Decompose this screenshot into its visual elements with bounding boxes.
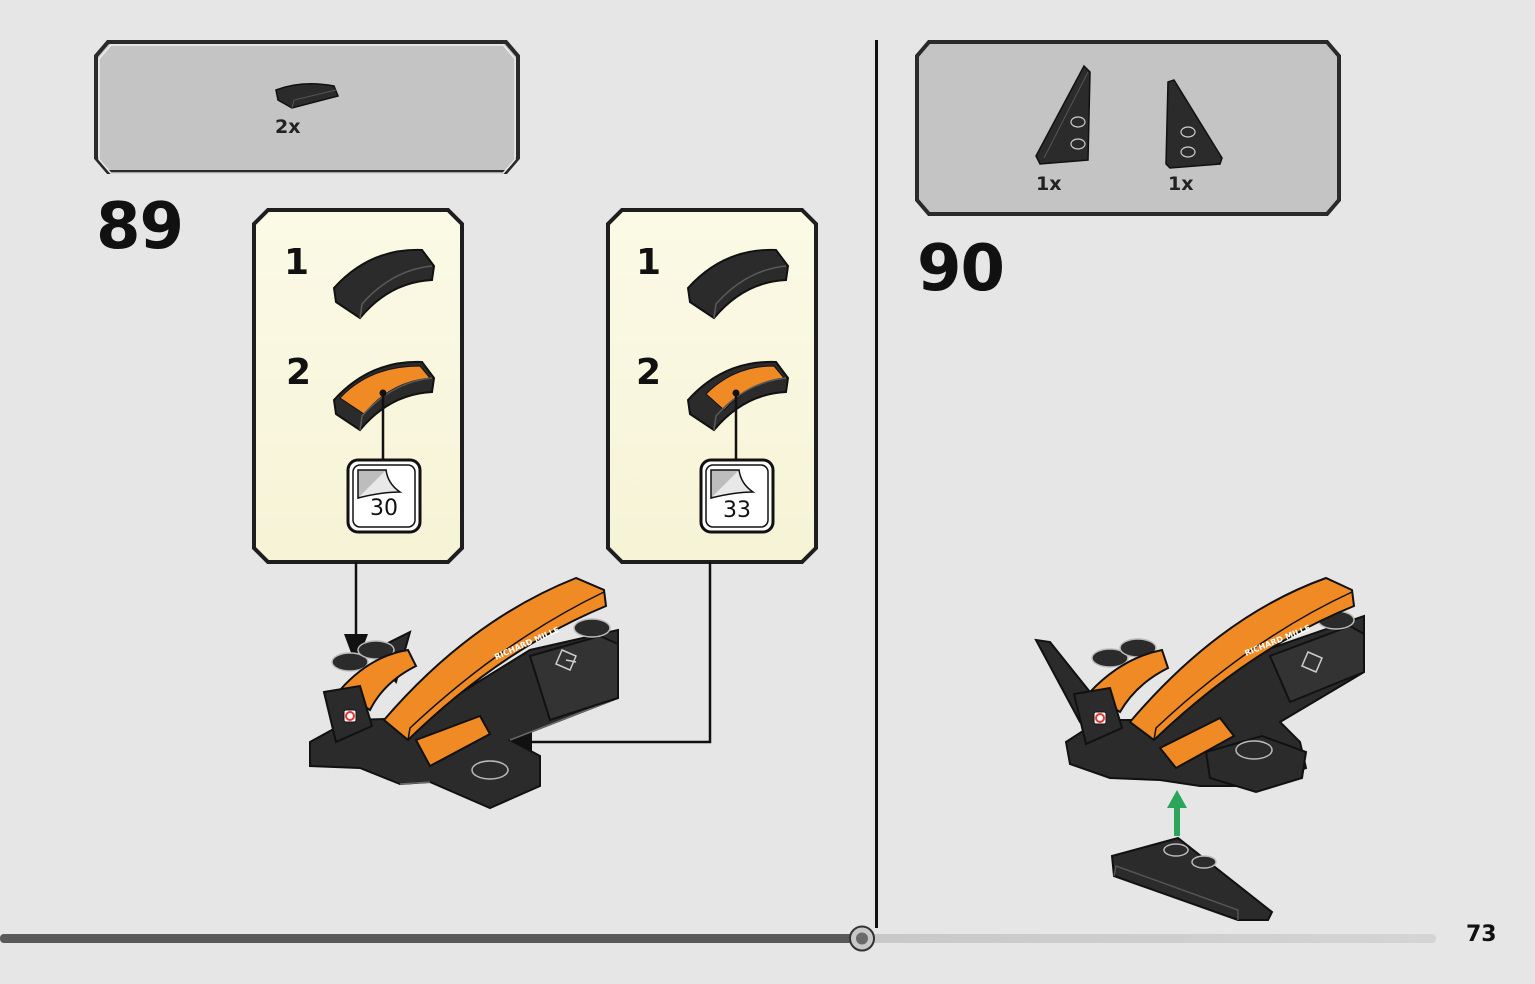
model-icon: RICHARD MILLE [309, 576, 619, 810]
curved-slope-icon [686, 360, 790, 432]
arrow-icon [1167, 790, 1187, 836]
substep-2-number-2: 2 [636, 352, 662, 393]
step-number-89: 89 [96, 190, 184, 264]
step-number-90: 90 [917, 232, 1005, 306]
part-qty: 1x [1168, 173, 1194, 195]
page-number: 73 [1466, 922, 1497, 947]
wedge-plate-icon [1165, 79, 1223, 169]
curved-slope-icon [332, 248, 436, 320]
model-icon: RICHARD MILLE [1034, 576, 1365, 794]
sticker-icon [346, 458, 422, 534]
sticker-icon [699, 458, 775, 534]
arrow-icon [344, 562, 368, 666]
sticker-number-30: 30 [370, 496, 398, 521]
wedge-plate-icon [1035, 64, 1091, 165]
substep-1-number-2: 2 [286, 352, 312, 393]
sticker-callout-line [732, 389, 740, 466]
sticker-number-33: 33 [723, 498, 751, 523]
wedge-plate-icon [1110, 836, 1274, 921]
part-qty: 2x [275, 116, 301, 138]
parts-box-step-90 [915, 40, 1341, 216]
curved-slope-icon [275, 83, 340, 109]
substep-2-number-1: 1 [636, 242, 662, 283]
curved-slope-icon [686, 248, 790, 320]
part-qty: 1x [1036, 173, 1062, 195]
page-progress-bar [0, 925, 1436, 952]
substep-1-number-1: 1 [284, 242, 310, 283]
parts-box-step-89 [94, 40, 520, 174]
sticker-callout-line [379, 389, 387, 466]
step-divider [875, 40, 878, 928]
